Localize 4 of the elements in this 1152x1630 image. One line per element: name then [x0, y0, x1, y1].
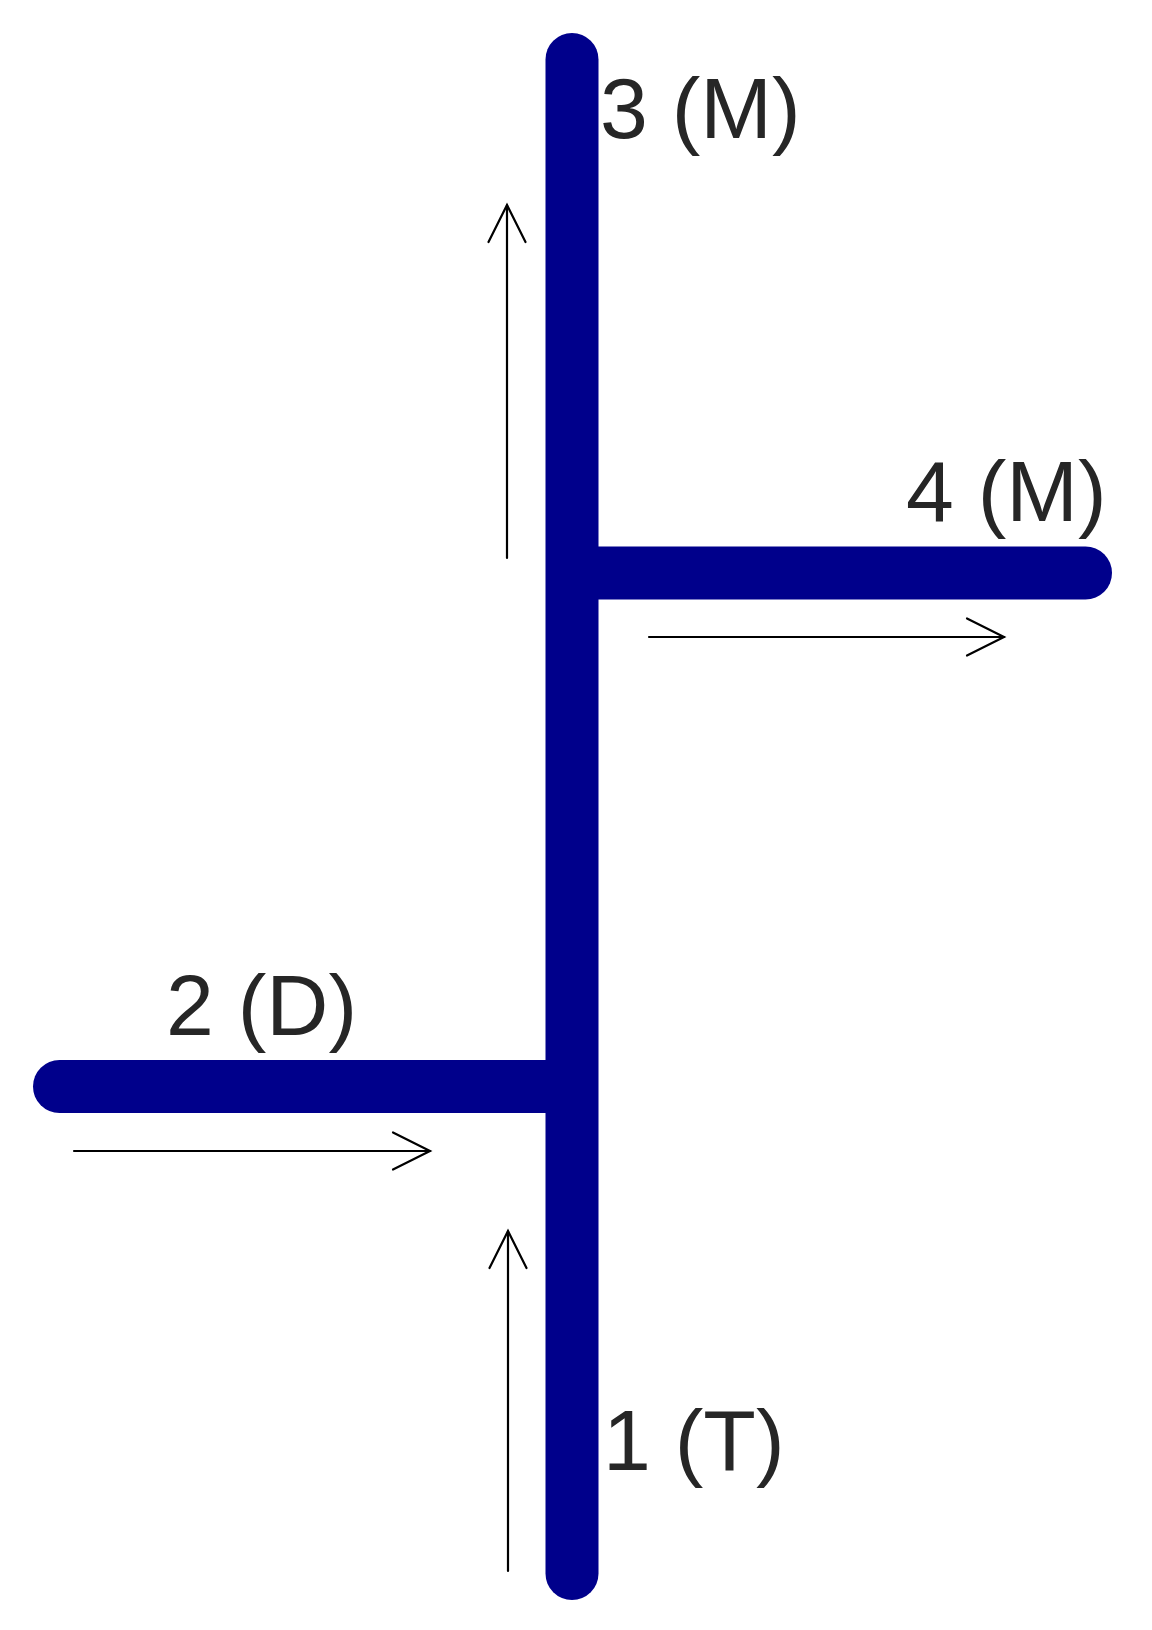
port-label: 4 (M)	[906, 442, 1107, 541]
port-label: 3 (M)	[600, 59, 801, 158]
port-label: 1 (T)	[603, 1391, 785, 1490]
port-label: 2 (D)	[166, 956, 358, 1055]
